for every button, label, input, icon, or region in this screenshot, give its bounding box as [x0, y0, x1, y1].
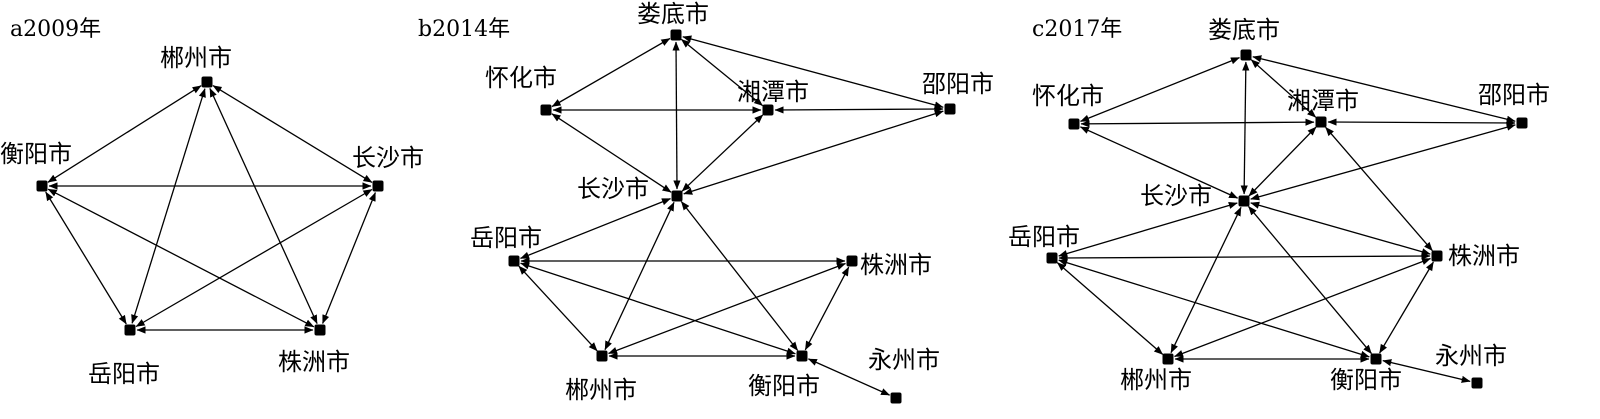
node-label-hengyang: 衡阳市	[1330, 366, 1402, 394]
node-yueyang	[1046, 252, 1058, 264]
edge-loudi-huaihua	[551, 37, 671, 108]
panel-a-label: a2009年	[10, 17, 101, 42]
panel-b: b2014年 娄底市 怀化市 湘潭市 邵阳市 长沙市 岳阳市 株洲市 郴州市 衡…	[418, 0, 994, 404]
edge-chenzhou-yueyang	[131, 88, 206, 324]
node-label-zhuzhou: 株洲市	[860, 251, 932, 279]
node-changsha	[372, 180, 384, 192]
edge-huaihua-changsha	[551, 113, 672, 193]
edge-chenzhou-changsha	[212, 85, 373, 183]
node-shaoyang	[944, 103, 956, 115]
node-yueyang	[124, 324, 136, 336]
edge-changsha-yueyang	[135, 188, 373, 328]
node-zhuzhou	[1431, 250, 1443, 262]
edge-xiangtan-changsha	[681, 114, 764, 192]
node-chenzhou	[596, 350, 608, 362]
edge-loudi-huaihua	[1080, 56, 1240, 123]
edge-changsha-yueyang	[1058, 201, 1238, 258]
edge-changsha-zhuzhou	[321, 192, 377, 324]
node-label-hengyang: 衡阳市	[0, 140, 72, 168]
panel-a: a2009年 郴州市 衡阳市 长沙市 岳阳市 株洲市	[0, 17, 424, 388]
edge-shaoyang-changsha	[1250, 123, 1516, 201]
edge-zhuzhou-hengyang	[1379, 261, 1434, 354]
edge-zhuzhou-hengyang	[804, 266, 850, 351]
node-yongzhou	[1471, 377, 1483, 389]
node-changsha	[671, 190, 683, 202]
edge-huaihua-xiangtan	[1080, 118, 1315, 128]
edge-xiangtan-shaoyang	[1327, 118, 1516, 127]
node-label-changsha: 长沙市	[352, 144, 424, 172]
node-xiangtan	[762, 104, 774, 116]
edge-yueyang-zhuzhou	[1058, 252, 1431, 262]
panel-c-label: c2017年	[1032, 17, 1122, 42]
node-label-yueyang: 岳阳市	[470, 224, 542, 252]
edge-changsha-chenzhou	[604, 201, 675, 351]
edge-hengyang-yongzhou	[807, 358, 891, 396]
node-label-yueyang: 岳阳市	[1008, 223, 1080, 251]
node-label-yongzhou: 永州市	[1435, 342, 1507, 370]
node-loudi	[1240, 49, 1252, 61]
node-chenzhou	[1162, 353, 1174, 365]
edge-yueyang-hengyang	[1058, 259, 1370, 358]
node-label-changsha: 长沙市	[577, 175, 649, 203]
edge-loudi-shaoyang	[682, 35, 944, 109]
node-changsha	[1238, 195, 1250, 207]
node-hengyang	[796, 350, 808, 362]
node-label-chenzhou: 郴州市	[565, 376, 637, 404]
edge-changsha-chenzhou	[1170, 206, 1242, 354]
edge-chenzhou-zhuzhou	[209, 87, 318, 325]
node-yueyang	[508, 255, 520, 267]
edge-hengyang-yongzhou	[1382, 359, 1471, 383]
node-label-chenzhou: 郴州市	[1120, 366, 1192, 394]
edge-huaihua-changsha	[1079, 126, 1239, 199]
edge-loudi-shaoyang	[1252, 55, 1516, 123]
node-label-zhuzhou: 株洲市	[278, 348, 350, 376]
edge-xiangtan-shaoyang	[774, 105, 944, 114]
edge-hengyang-zhuzhou	[47, 188, 315, 328]
node-loudi	[670, 29, 682, 41]
node-xiangtan	[1315, 116, 1327, 128]
edge-yueyang-chenzhou	[518, 265, 598, 352]
node-label-loudi: 娄底市	[637, 0, 709, 28]
node-label-hengyang: 衡阳市	[748, 372, 820, 400]
edge-changsha-hengyang	[680, 201, 799, 351]
edge-xiangtan-changsha	[1248, 126, 1317, 197]
edge-loudi-changsha	[672, 41, 681, 190]
node-shaoyang	[1516, 117, 1528, 129]
node-label-yongzhou: 永州市	[868, 346, 940, 374]
node-label-loudi: 娄底市	[1208, 16, 1280, 44]
node-huaihua	[1068, 118, 1080, 130]
node-zhuzhou	[314, 324, 326, 336]
node-label-chenzhou: 郴州市	[160, 44, 232, 72]
edge-shaoyang-changsha	[683, 110, 944, 195]
node-label-changsha: 长沙市	[1140, 182, 1212, 210]
edge-yueyang-hengyang	[520, 262, 796, 355]
node-label-shaoyang: 邵阳市	[1478, 81, 1550, 109]
edge-changsha-yueyang	[520, 197, 671, 260]
node-label-xiangtan: 湘潭市	[737, 78, 809, 106]
node-zhuzhou	[846, 255, 858, 267]
node-label-huaihua: 怀化市	[1032, 82, 1104, 110]
node-chenzhou	[201, 76, 213, 88]
node-hengyang	[36, 180, 48, 192]
node-label-yueyang: 岳阳市	[88, 360, 160, 388]
edge-xiangtan-zhuzhou	[1325, 126, 1433, 252]
edge-loudi-changsha	[1240, 61, 1250, 195]
node-yongzhou	[890, 392, 902, 404]
panel-c: c2017年 娄底市 怀化市 湘潭市 邵阳市 长沙市 岳阳市 株洲市 郴州市 衡…	[1008, 16, 1550, 394]
edge-changsha-hengyang	[1248, 205, 1372, 355]
node-label-xiangtan: 湘潭市	[1287, 87, 1359, 115]
node-hengyang	[1370, 353, 1382, 365]
edge-changsha-zhuzhou	[1250, 201, 1431, 256]
node-label-zhuzhou: 株洲市	[1448, 242, 1520, 270]
panel-b-label: b2014年	[418, 17, 510, 42]
edge-hengyang-yueyang	[45, 191, 127, 325]
node-huaihua	[540, 104, 552, 116]
node-label-huaihua: 怀化市	[485, 64, 557, 92]
node-label-shaoyang: 邵阳市	[922, 70, 994, 98]
